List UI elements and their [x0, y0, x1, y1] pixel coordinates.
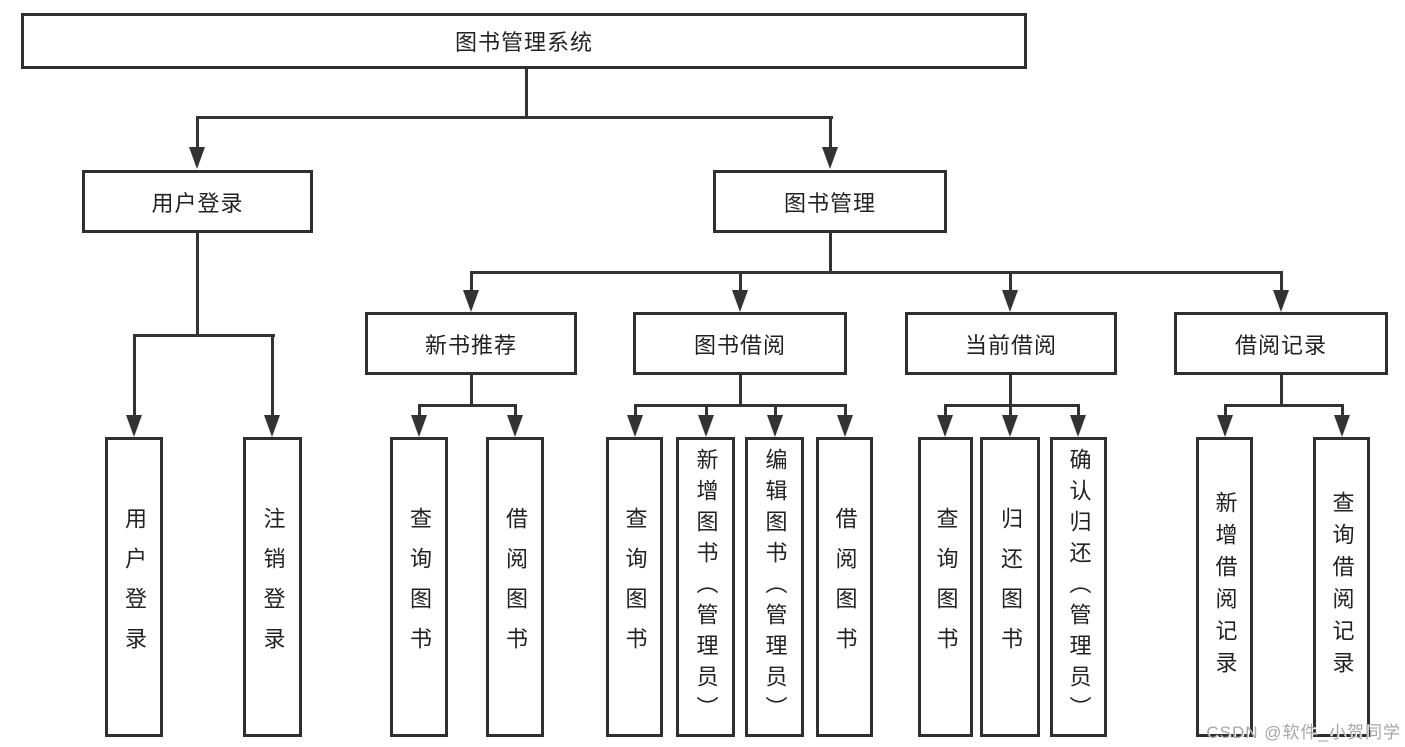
leaf-add-book-admin-label: 新增图书（管理员）: [693, 447, 719, 727]
node-user-login-label: 用户登录: [151, 190, 244, 216]
connector-root-split: [195, 116, 833, 119]
arrowhead-leaf-borrow-book: [837, 415, 853, 437]
connector-to-leaf-add-book: [704, 404, 708, 417]
arrowhead-leaf-add-book: [698, 415, 714, 437]
connector-borrow-records-drop: [1279, 375, 1283, 407]
leaf-edit-book-admin: 编辑图书（管理员）: [745, 437, 804, 737]
leaf-logout: 注销登录: [243, 437, 302, 737]
arrowhead-leaf-add-borrow-record: [1217, 415, 1233, 437]
node-borrow-records: 借阅记录: [1174, 312, 1388, 375]
leaf-query-borrow-record: 查询借阅记录: [1313, 437, 1370, 737]
leaf-add-borrow-record: 新增借阅记录: [1196, 437, 1253, 737]
arrowhead-current-borrow: [1002, 290, 1018, 312]
connector-user-login-split: [132, 334, 275, 337]
node-book-borrow: 图书借阅: [633, 312, 847, 375]
leaf-query-book-borrow: 查询图书: [606, 437, 663, 737]
leaf-return-book: 归还图书: [980, 437, 1040, 737]
leaf-user-login-label: 用户登录: [122, 507, 147, 667]
node-current-borrow: 当前借阅: [905, 312, 1117, 375]
connector-current-borrow-split: [943, 404, 1080, 407]
connector-borrow-records-split: [1223, 404, 1344, 407]
node-book-management-label: 图书管理: [783, 190, 876, 216]
arrowhead-leaf-query-book-current: [937, 415, 953, 437]
connector-user-login-drop: [195, 233, 199, 337]
arrowhead-leaf-query-borrow-record: [1334, 415, 1350, 437]
leaf-return-book-label: 归还图书: [998, 507, 1023, 667]
connector-root-to-user-login: [195, 116, 199, 149]
arrowhead-user-login: [189, 147, 205, 169]
leaf-confirm-return-admin-label: 确认归还（管理员）: [1066, 447, 1092, 727]
leaf-edit-book-admin-label: 编辑图书（管理员）: [762, 447, 788, 727]
connector-book-borrow-split: [633, 404, 847, 407]
arrowhead-leaf-query-book-recommend: [411, 415, 427, 437]
arrowhead-new-book-recommend: [463, 290, 479, 312]
leaf-borrow-book-label: 借阅图书: [832, 507, 858, 667]
node-user-login: 用户登录: [82, 170, 313, 233]
leaf-query-book-recommend-label: 查询图书: [407, 507, 432, 667]
node-new-book-recommend-label: 新书推荐: [424, 332, 517, 358]
connector-to-new-book-recommend: [469, 271, 473, 292]
connector-to-leaf-return-book: [1008, 404, 1012, 417]
leaf-query-book-borrow-label: 查询图书: [622, 507, 648, 667]
watermark: CSDN @软件_小贺同学: [1206, 723, 1401, 742]
node-new-book-recommend: 新书推荐: [365, 312, 577, 375]
arrowhead-book-borrow: [732, 290, 748, 312]
connector-book-management-drop: [828, 233, 832, 274]
leaf-confirm-return-admin: 确认归还（管理员）: [1050, 437, 1107, 737]
node-root-label: 图书管理系统: [454, 30, 593, 55]
leaf-borrow-book-recommend: 借阅图书: [486, 437, 544, 737]
node-book-management: 图书管理: [713, 170, 947, 233]
connector-to-borrow-records: [1279, 271, 1283, 292]
leaf-add-book-admin: 新增图书（管理员）: [676, 437, 735, 737]
leaf-query-book-recommend: 查询图书: [390, 437, 448, 737]
connector-to-leaf-logout: [270, 334, 274, 417]
node-borrow-records-label: 借阅记录: [1234, 332, 1327, 358]
connector-to-leaf-user-login: [132, 334, 136, 417]
connector-book-management-split: [469, 271, 1283, 274]
connector-to-leaf-add-borrow-record: [1223, 404, 1227, 417]
arrowhead-leaf-query-book-borrow: [627, 415, 643, 437]
connector-root-to-book-management: [828, 116, 832, 149]
connector-to-leaf-query-book-recommend: [417, 404, 421, 417]
arrowhead-leaf-user-login: [126, 415, 142, 437]
node-book-borrow-label: 图书借阅: [693, 332, 786, 358]
connector-book-borrow-drop: [738, 375, 742, 407]
leaf-add-borrow-record-label: 新增借阅记录: [1212, 491, 1238, 683]
arrowhead-leaf-logout: [264, 415, 280, 437]
leaf-user-login: 用户登录: [105, 437, 163, 737]
arrowhead-book-management: [822, 147, 838, 169]
connector-to-leaf-edit-book: [773, 404, 777, 417]
connector-root-drop: [524, 69, 528, 119]
leaf-logout-label: 注销登录: [260, 507, 286, 667]
connector-to-current-borrow: [1008, 271, 1012, 292]
connector-new-book-split: [417, 404, 517, 407]
arrowhead-leaf-return-book: [1002, 415, 1018, 437]
leaf-borrow-book: 借阅图书: [816, 437, 873, 737]
node-current-borrow-label: 当前借阅: [964, 332, 1057, 358]
connector-current-borrow-drop: [1008, 375, 1012, 407]
arrowhead-leaf-borrow-book-recommend: [507, 415, 523, 437]
connector-to-leaf-borrow-book-recommend: [513, 404, 517, 417]
arrowhead-leaf-confirm-return: [1070, 415, 1086, 437]
connector-to-leaf-query-book-current: [943, 404, 947, 417]
leaf-query-book-current: 查询图书: [918, 437, 973, 737]
node-root: 图书管理系统: [21, 13, 1027, 69]
connector-to-leaf-borrow-book: [843, 404, 847, 417]
connector-to-leaf-query-book-borrow: [633, 404, 637, 417]
arrowhead-borrow-records: [1273, 290, 1289, 312]
leaf-query-book-current-label: 查询图书: [933, 507, 959, 667]
connector-to-book-borrow: [738, 271, 742, 292]
connector-new-book-drop: [469, 375, 473, 407]
connector-to-leaf-query-borrow-record: [1340, 404, 1344, 417]
arrowhead-leaf-edit-book: [767, 415, 783, 437]
leaf-query-borrow-record-label: 查询借阅记录: [1329, 491, 1355, 683]
connector-to-leaf-confirm-return: [1076, 404, 1080, 417]
leaf-borrow-book-recommend-label: 借阅图书: [503, 507, 528, 667]
